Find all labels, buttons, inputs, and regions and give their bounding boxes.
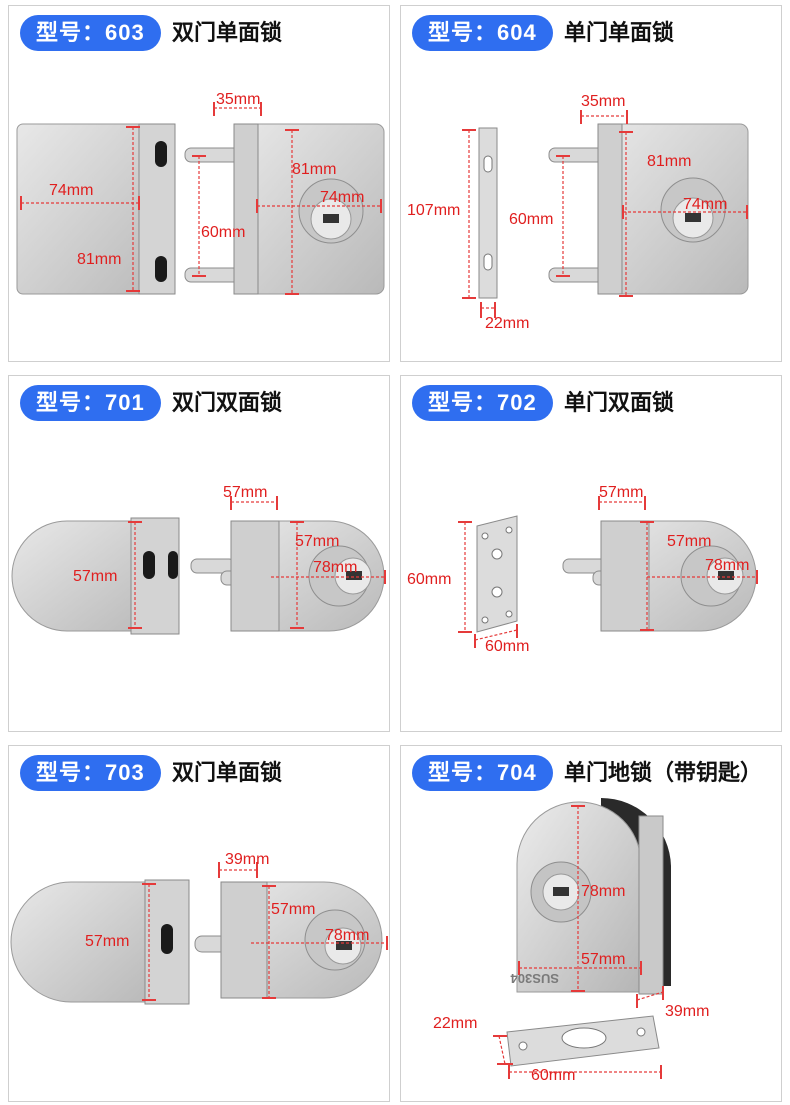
steel-grade-mark: SUS304 bbox=[510, 971, 559, 986]
model-description: 单门地锁（带钥匙） bbox=[564, 760, 763, 785]
cell-model-703: 型号：703 双门单面锁 39mm 57mm 57mm 78mm bbox=[8, 745, 390, 1102]
dim-label: 74mm bbox=[49, 182, 93, 199]
dim-label: 81mm bbox=[292, 161, 336, 178]
cell-model-604: 型号：604 单门单面锁 35mm 1 bbox=[400, 5, 782, 362]
model-badge: 型号：703 bbox=[20, 755, 161, 791]
dim-label: 57mm bbox=[581, 951, 625, 968]
dim-label: 39mm bbox=[225, 851, 269, 868]
dim-label: 57mm bbox=[85, 933, 129, 950]
model-description: 单门双面锁 bbox=[564, 390, 675, 415]
dim-label: 57mm bbox=[667, 533, 711, 550]
model-badge: 型号：603 bbox=[20, 15, 161, 51]
lock-diagram-703: 39mm 57mm 57mm 78mm bbox=[10, 851, 388, 1005]
cell-model-702: 型号：702 单门双面锁 bbox=[400, 375, 782, 732]
dim-label: 57mm bbox=[271, 901, 315, 918]
model-description: 双门双面锁 bbox=[172, 390, 283, 415]
lock-diagram-704: SUS304 78mm 57mm 39mm 22mm 60mm bbox=[433, 798, 709, 1084]
dim-label: 57mm bbox=[73, 568, 117, 585]
model-description: 双门单面锁 bbox=[172, 20, 283, 45]
dim-label: 22mm bbox=[485, 315, 529, 332]
dim-label: 60mm bbox=[201, 224, 245, 241]
dim-label: 81mm bbox=[77, 251, 121, 268]
dim-label: 78mm bbox=[313, 559, 357, 576]
cell-model-603: 型号：603 双门单面锁 35mm bbox=[8, 5, 390, 362]
cell-model-701: 型号：701 双门双面锁 57mm 57mm 57mm bbox=[8, 375, 390, 732]
model-badge: 型号：704 bbox=[412, 755, 553, 791]
dim-label: 35mm bbox=[216, 91, 260, 108]
model-description: 单门单面锁 bbox=[564, 20, 675, 45]
dim-label: 74mm bbox=[320, 189, 364, 206]
dim-label: 57mm bbox=[223, 484, 267, 501]
dim-label: 78mm bbox=[705, 557, 749, 574]
model-badge: 型号：701 bbox=[20, 385, 161, 421]
dim-label: 74mm bbox=[683, 196, 727, 213]
lock-diagram-604: 35mm 107mm 22mm 60mm 81mm 74mm bbox=[407, 93, 749, 332]
dim-label: 60mm bbox=[531, 1067, 575, 1084]
model-badge: 型号：702 bbox=[412, 385, 553, 421]
dim-label: 39mm bbox=[665, 1003, 709, 1020]
lock-diagram-701: 57mm 57mm 57mm 78mm bbox=[11, 484, 386, 635]
dim-label: 35mm bbox=[581, 93, 625, 110]
lock-diagram-702: 57mm 60mm 60mm 57mm 78mm bbox=[407, 484, 758, 655]
model-description: 双门单面锁 bbox=[172, 760, 283, 785]
dim-label: 57mm bbox=[295, 533, 339, 550]
model-badge: 型号：604 bbox=[412, 15, 553, 51]
dim-label: 60mm bbox=[509, 211, 553, 228]
dim-label: 78mm bbox=[581, 883, 625, 900]
dim-label: 107mm bbox=[407, 202, 460, 219]
cell-model-704: 型号：704 单门地锁（带钥匙） SUS304 78mm bbox=[400, 745, 782, 1102]
dim-label: 81mm bbox=[647, 153, 691, 170]
dim-label: 60mm bbox=[485, 638, 529, 655]
dim-label: 57mm bbox=[599, 484, 643, 501]
dim-label: 60mm bbox=[407, 571, 451, 588]
dim-label: 22mm bbox=[433, 1015, 477, 1032]
dim-label: 78mm bbox=[325, 927, 369, 944]
lock-diagram-603: 35mm 74mm 81mm 81mm 74mm 60mm bbox=[16, 91, 385, 295]
